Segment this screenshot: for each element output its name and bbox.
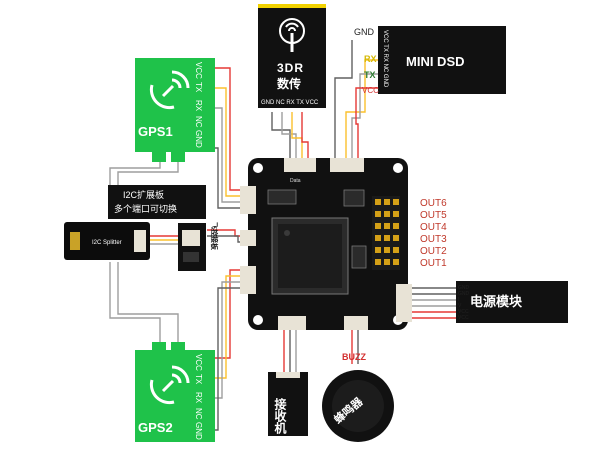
gps1-pin-tx: TX bbox=[194, 82, 203, 93]
minidsd-gnd-label: GND bbox=[354, 27, 375, 37]
radio-3dr-label: 3DR bbox=[277, 61, 304, 75]
power-module-label: 电源模块 bbox=[470, 294, 523, 309]
output-label-6: OUT6 bbox=[420, 198, 447, 209]
i2c-splitter: I2C Splitter bbox=[64, 222, 150, 260]
gps1-label: GPS1 bbox=[138, 124, 173, 139]
fc-side-label: 飞控接板 bbox=[210, 222, 219, 251]
radio-antenna-icon bbox=[279, 18, 305, 52]
servo-header bbox=[375, 199, 399, 265]
gps1-pin-gnd: GND bbox=[194, 130, 203, 148]
minidsd-rx-label: RX bbox=[364, 54, 377, 64]
gps2-pin-gnd: GND bbox=[194, 422, 203, 440]
i2c-callout-line1: I2C扩展板 bbox=[123, 189, 164, 200]
i2c-callout-line2: 多个端口可切换 bbox=[114, 203, 177, 214]
gps2-module: GPS2 VCC TX RX NC GND bbox=[135, 342, 215, 442]
gps2-pin-rx: RX bbox=[194, 392, 203, 404]
radio-3dr-sublabel: 数传 bbox=[277, 76, 301, 91]
gps2-pin-vcc: VCC bbox=[194, 354, 203, 371]
i2c-small-module bbox=[178, 223, 206, 271]
minidsd-module: MINI DSD VCC TX RX NC GND GND RX TX VCC bbox=[354, 26, 506, 95]
receiver-module: 接收机 bbox=[268, 372, 308, 436]
outputs-list: OUT6 OUT5 OUT4 OUT3 OUT2 OUT1 bbox=[420, 198, 447, 269]
minidsd-pins: VCC TX RX NC GND bbox=[382, 30, 388, 88]
gps2-pin-tx: TX bbox=[194, 374, 203, 385]
output-label-3: OUT3 bbox=[420, 234, 447, 245]
gps1-pin-rx: RX bbox=[194, 100, 203, 112]
gps1-module: GPS1 VCC TX RX NC GND bbox=[135, 58, 215, 162]
gps2-pin-nc: NC bbox=[194, 408, 203, 420]
power-module: 电源模块 GND GND I V VCC VCC bbox=[456, 281, 568, 323]
buzzer: BUZZ 蜂鸣器 bbox=[322, 352, 394, 442]
buzzer-tag: BUZZ bbox=[342, 352, 366, 362]
wires bbox=[109, 40, 456, 431]
power-pin-2: GND bbox=[458, 291, 470, 297]
power-pin-4: V bbox=[458, 303, 462, 309]
power-pin-5: VCC bbox=[458, 309, 469, 315]
output-label-5: OUT5 bbox=[420, 210, 447, 221]
gps1-pin-vcc: VCC bbox=[194, 62, 203, 79]
power-pin-1: GND bbox=[458, 285, 470, 291]
radio-3dr-pins: GND NC RX TX VCC bbox=[261, 100, 319, 106]
power-pin-6: VCC bbox=[458, 315, 469, 321]
output-label-2: OUT2 bbox=[420, 246, 447, 257]
minidsd-tx-label: TX bbox=[364, 70, 376, 80]
output-label-1: OUT1 bbox=[420, 258, 447, 269]
gps2-label: GPS2 bbox=[138, 420, 173, 435]
flight-controller-board: Data 飞控接板 bbox=[210, 158, 412, 330]
gps2-dish-icon bbox=[149, 365, 190, 405]
gps1-pin-nc: NC bbox=[194, 116, 203, 128]
minidsd-label: MINI DSD bbox=[406, 54, 465, 69]
minidsd-vcc-label: VCC bbox=[362, 86, 379, 95]
gps1-dish-icon bbox=[149, 70, 190, 110]
i2c-splitter-label: I2C Splitter bbox=[92, 240, 122, 246]
output-label-4: OUT4 bbox=[420, 222, 447, 233]
radio-3dr-module: 3DR 数传 GND NC RX TX VCC bbox=[258, 4, 326, 108]
receiver-label: 接收机 bbox=[273, 397, 287, 435]
fc-data-label: Data bbox=[290, 178, 301, 184]
power-pin-3: I bbox=[458, 297, 459, 303]
i2c-callout: I2C扩展板 多个端口可切换 bbox=[108, 185, 206, 219]
